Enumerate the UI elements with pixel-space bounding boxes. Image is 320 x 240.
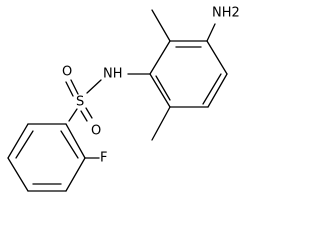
bond-d2-d3-inner — [15, 130, 34, 159]
s-o-lower-bond-a — [85, 107, 93, 119]
amine-label: NH2 — [212, 6, 240, 21]
oxygen-lower-label: O — [91, 124, 101, 139]
methyl-bond-top — [151, 9, 171, 42]
bond-d2-d3 — [7, 123, 29, 159]
bond-c4-c5 — [207, 73, 228, 108]
s-o-upper-bond-b — [70, 79, 79, 95]
s-ring-bond — [68, 108, 78, 122]
bond-c4-c4b — [202, 73, 222, 105]
bond-d6-d1-inner — [60, 130, 79, 159]
fluorophenyl-ring — [7, 123, 86, 192]
bond-c1-c2 — [149, 40, 171, 75]
bond-c6-c1-inner — [155, 75, 171, 101]
sulfur-label: S — [76, 95, 84, 110]
s-n-bond — [86, 79, 102, 94]
oxygen-upper-label: O — [62, 65, 72, 80]
bond-c3-c4 — [206, 40, 228, 75]
dimethylphenyl-ring — [149, 40, 228, 108]
amine-bond — [206, 23, 216, 42]
bond-d3-d4 — [7, 157, 29, 192]
bond-d5-d6 — [65, 157, 86, 192]
s-o-upper-bond-a — [65, 81, 74, 97]
sulfonamide-nh-label: NH — [103, 67, 123, 82]
methyl-bond-bottom — [151, 106, 171, 141]
bond-c6-c1 — [149, 73, 171, 108]
chemical-structure-diagram: NH2 NH S O O F — [7, 6, 240, 192]
bond-d6-d1 — [65, 123, 86, 159]
fluorine-label: F — [100, 151, 107, 166]
s-o-lower-bond-b — [80, 110, 88, 122]
